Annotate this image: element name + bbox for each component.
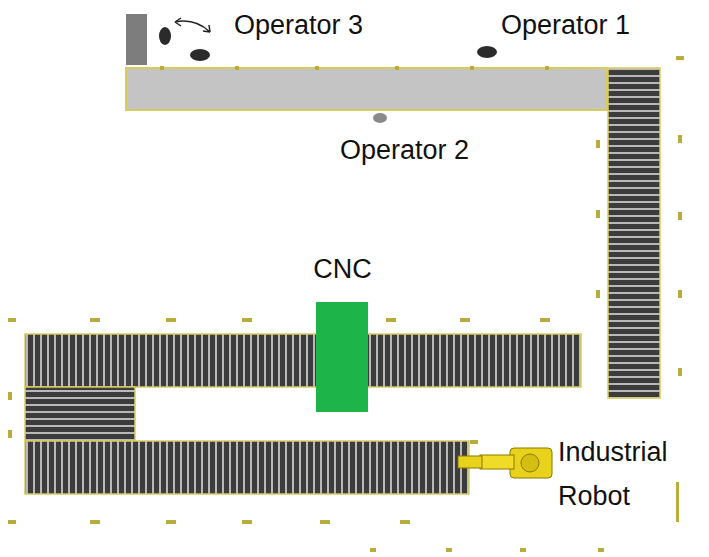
machine-label: CNC — [297, 252, 388, 286]
motion-arrow — [175, 21, 210, 32]
motion-arrow — [175, 18, 210, 32]
industrial-robot — [458, 448, 552, 478]
robot-label: Industrial Robot — [558, 430, 690, 518]
roller-conveyor — [608, 68, 660, 398]
machine-node: CNC — [297, 252, 388, 414]
operator-label: Operator 1 — [501, 9, 630, 41]
floor-markers — [8, 56, 684, 552]
roller-conveyor — [25, 334, 581, 387]
operator-label: Operator 2 — [340, 134, 469, 166]
work-table — [126, 68, 607, 110]
operator-figures — [159, 27, 497, 123]
storage-rack — [126, 14, 147, 65]
roller-conveyor — [25, 441, 469, 494]
cnc-machine-box — [316, 302, 368, 412]
roller-conveyor — [25, 387, 135, 441]
operator-label: Operator 3 — [234, 9, 363, 41]
